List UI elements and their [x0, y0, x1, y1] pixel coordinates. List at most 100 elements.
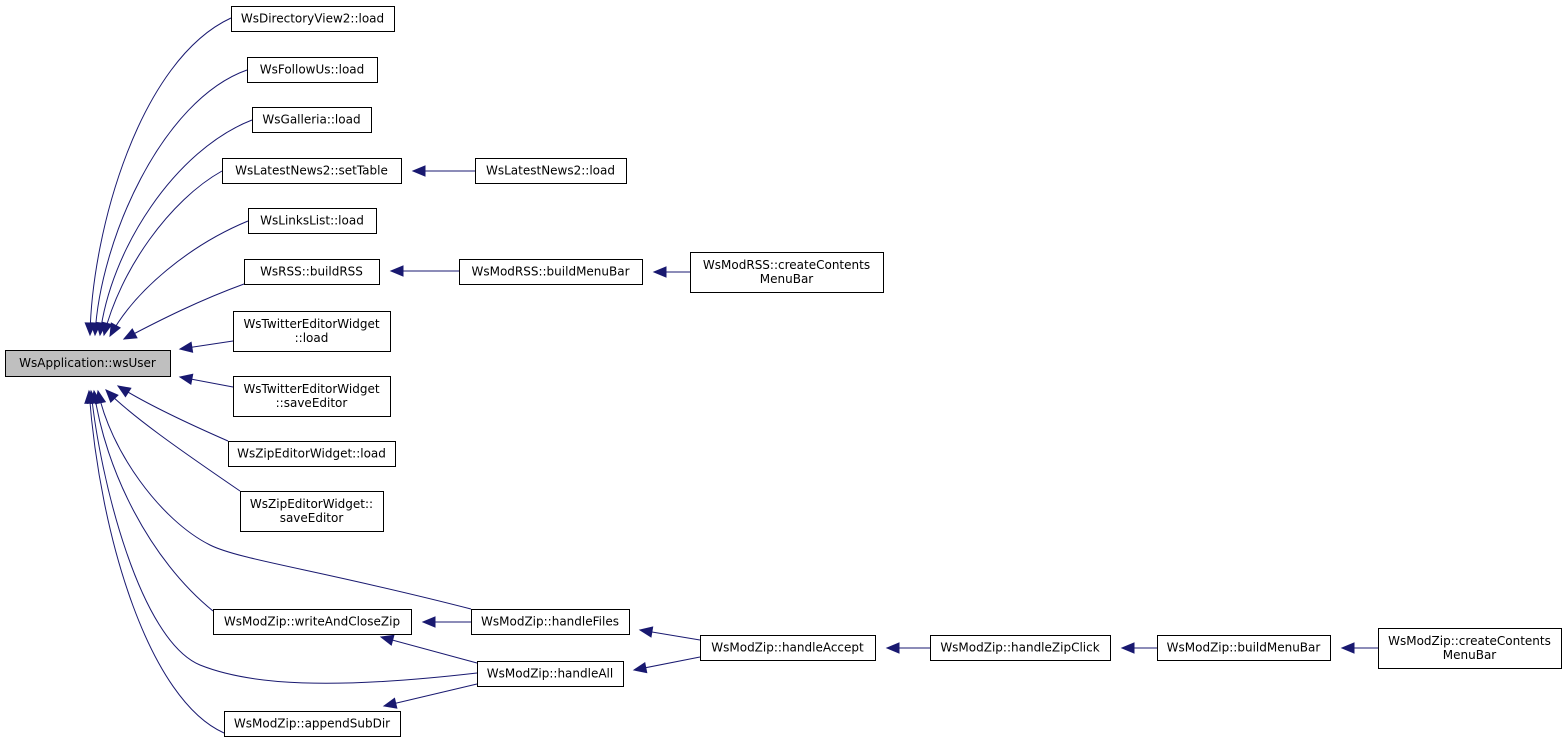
- edge-line: [117, 385, 229, 442]
- node-box: [1157, 635, 1331, 661]
- node-label-line: WsModRSS::createContents: [703, 258, 870, 272]
- node-box: [1378, 628, 1562, 669]
- node-label-line: WsModZip::handleAccept: [711, 641, 864, 655]
- edge-modzip_files-to-modzip_write: [421, 616, 471, 628]
- node-box: [690, 252, 884, 293]
- node-label-line: WsZipEditorWidget::load: [237, 447, 386, 461]
- node-box: [233, 311, 391, 352]
- edge-followus-to-root: [89, 69, 248, 337]
- edge-modzip_accept-to-modzip_files: [638, 626, 701, 641]
- arrowhead: [84, 389, 96, 404]
- call-nodes: WsApplication::wsUser WsDirectoryView2::l…: [5, 6, 1562, 737]
- edge-line: [89, 17, 232, 336]
- edge-line: [97, 390, 472, 610]
- edge-line: [103, 170, 223, 336]
- node-box: [252, 107, 372, 133]
- arrowhead: [382, 697, 398, 709]
- node-box: [240, 491, 384, 532]
- node-label-line: WsRSS::buildRSS: [260, 265, 363, 279]
- node-box: [228, 441, 396, 467]
- edge-line: [93, 390, 214, 612]
- node-modzip-zipclick[interactable]: WsModZip::handleZipClick: [930, 635, 1111, 661]
- node-label-line: WsDirectoryView2::load: [241, 12, 384, 26]
- node-latest-load[interactable]: WsLatestNews2::load: [475, 158, 627, 184]
- edge-line: [94, 69, 248, 336]
- arrowhead: [652, 266, 667, 278]
- node-modzip-all[interactable]: WsModZip::handleAll: [477, 661, 624, 687]
- edge-dirview-to-root: [84, 17, 232, 337]
- node-zipeditor-save[interactable]: WsZipEditorWidget::saveEditor: [240, 491, 384, 532]
- node-links[interactable]: WsLinksList::load: [248, 208, 377, 234]
- edge-galleria-to-root: [95, 119, 253, 337]
- edge-modzip_all-to-modzip_write: [379, 634, 478, 664]
- node-modzip-append[interactable]: WsModZip::appendSubDir: [224, 711, 401, 737]
- node-label-line: WsModZip::appendSubDir: [234, 717, 390, 731]
- edge-modzip_menubar-to-modzip_zipclick: [1120, 642, 1157, 654]
- node-box: [222, 158, 402, 184]
- arrowhead: [105, 389, 119, 403]
- node-zipeditor-load[interactable]: WsZipEditorWidget::load: [228, 441, 396, 467]
- node-modzip-files[interactable]: WsModZip::handleFiles: [471, 609, 630, 635]
- node-label-line: WsModZip::createContents: [1388, 634, 1551, 648]
- node-root[interactable]: WsApplication::wsUser: [5, 350, 171, 377]
- node-label-line: WsZipEditorWidget::: [250, 497, 373, 511]
- edge-modrss_create-to-modrss_menubar: [652, 266, 690, 278]
- edge-line: [109, 220, 249, 337]
- node-box: [459, 259, 643, 285]
- edge-twitter_load-to-root: [178, 340, 234, 353]
- edge-modzip_zipclick-to-modzip_accept: [885, 642, 930, 654]
- node-twitter-save[interactable]: WsTwitterEditorWidget::saveEditor: [233, 376, 391, 417]
- node-label-line: WsFollowUs::load: [260, 63, 365, 77]
- node-box: [930, 635, 1111, 661]
- node-label-line: ::load: [295, 331, 329, 345]
- edge-line: [105, 389, 241, 492]
- node-modzip-menubar[interactable]: WsModZip::buildMenuBar: [1157, 635, 1331, 661]
- edge-line: [383, 683, 478, 707]
- node-box: [5, 350, 171, 377]
- call-edges: [84, 17, 1378, 734]
- edge-rss_build-to-root: [122, 283, 245, 340]
- edge-modzip_write-to-root: [90, 389, 214, 612]
- node-label-line: WsModZip::handleAll: [487, 667, 613, 681]
- edge-modzip_accept-to-modzip_all: [632, 656, 701, 674]
- edge-modzip_all-to-modzip_append: [382, 683, 478, 709]
- node-label-line: WsTwitterEditorWidget: [243, 317, 379, 331]
- edge-modzip_create-to-modzip_menubar: [1340, 642, 1378, 654]
- node-label-line: ::saveEditor: [276, 396, 348, 410]
- arrowhead: [379, 634, 395, 646]
- edge-line: [90, 390, 478, 684]
- node-modzip-accept[interactable]: WsModZip::handleAccept: [700, 635, 876, 661]
- node-dirview[interactable]: WsDirectoryView2::load: [231, 6, 395, 32]
- node-box: [471, 609, 630, 635]
- node-box: [247, 57, 378, 83]
- node-galleria[interactable]: WsGalleria::load: [252, 107, 372, 133]
- arrowhead: [116, 385, 132, 398]
- node-followus[interactable]: WsFollowUs::load: [247, 57, 378, 83]
- arrowhead: [1340, 642, 1355, 654]
- node-rss-build[interactable]: WsRSS::buildRSS: [244, 259, 380, 285]
- node-box: [224, 711, 401, 737]
- node-modzip-write[interactable]: WsModZip::writeAndCloseZip: [213, 609, 412, 635]
- node-box: [477, 661, 624, 687]
- node-twitter-load[interactable]: WsTwitterEditorWidget::load: [233, 311, 391, 352]
- edge-twitter_save-to-root: [178, 373, 234, 388]
- arrowhead: [389, 265, 404, 277]
- node-label-line: WsLatestNews2::setTable: [235, 164, 388, 178]
- arrowhead: [411, 165, 426, 177]
- node-label-line: MenuBar: [760, 272, 814, 286]
- node-label-line: WsModRSS::buildMenuBar: [471, 265, 629, 279]
- arrowhead: [109, 322, 122, 338]
- node-modrss-menubar[interactable]: WsModRSS::buildMenuBar: [459, 259, 643, 285]
- node-box: [244, 259, 380, 285]
- node-label-line: WsTwitterEditorWidget: [243, 382, 379, 396]
- node-box: [231, 6, 395, 32]
- node-label-line: WsLinksList::load: [260, 214, 364, 228]
- arrowhead: [632, 661, 648, 674]
- node-box: [700, 635, 876, 661]
- edge-zipeditor_load-to-root: [116, 385, 229, 442]
- node-label-line: WsApplication::wsUser: [19, 356, 156, 370]
- node-latest-settable[interactable]: WsLatestNews2::setTable: [222, 158, 402, 184]
- arrowhead: [178, 341, 194, 353]
